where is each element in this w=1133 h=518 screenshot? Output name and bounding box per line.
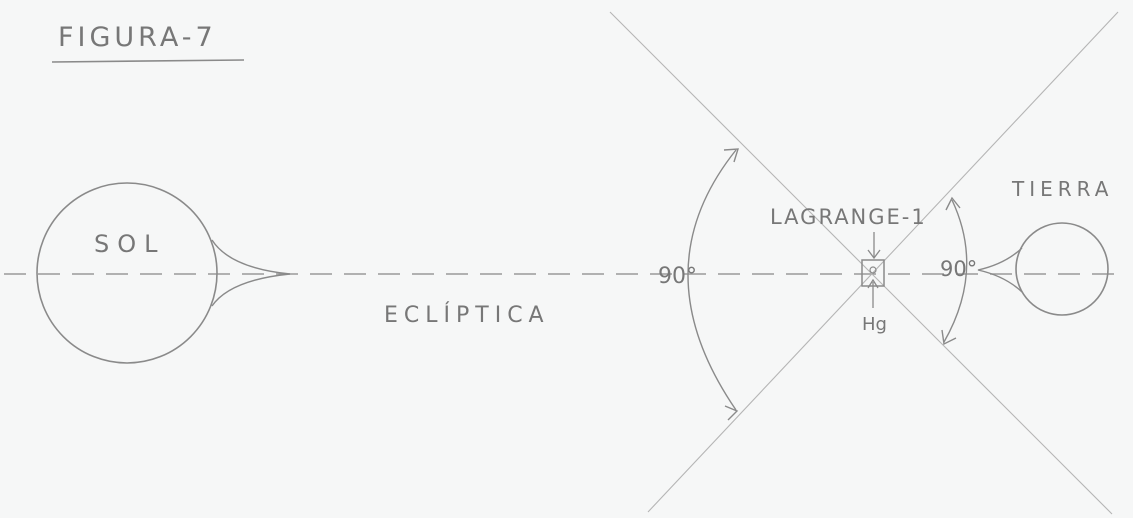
earth-circle [1016,223,1108,315]
diagonal-line-ascending [648,12,1118,512]
diagonal-line-descending [610,12,1112,514]
lagrange-label: LAGRANGE-1 [770,205,927,229]
title-underline [52,60,244,62]
sun-circle [37,183,217,363]
right-arc-arrowhead-top [946,198,960,210]
earth-label: TIERRA [1011,177,1113,201]
sun-cusp [212,240,290,306]
sun-label: SOL [94,230,166,258]
ecliptic-label: ECLÍPTICA [384,302,550,328]
figure-title: FIGURA-7 [58,22,217,53]
object-label: Hg [862,314,887,335]
left-angle-label: 90° [658,264,697,289]
right-angle-label: 90° [940,257,977,281]
